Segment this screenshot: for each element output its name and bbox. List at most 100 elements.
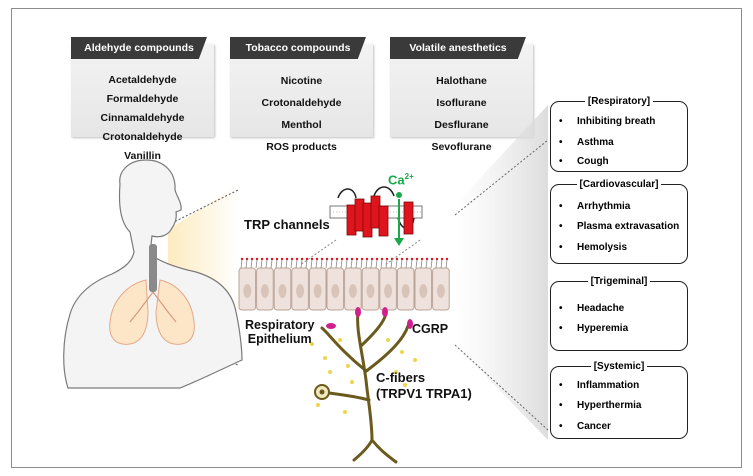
calcium-label: Ca2+ bbox=[388, 172, 414, 188]
cilium-tip bbox=[310, 257, 314, 261]
cilium-tip bbox=[330, 257, 334, 261]
cilium-tip bbox=[295, 257, 299, 261]
cell-nucleus bbox=[348, 284, 357, 298]
aldehyde-compounds-card: Aldehyde compounds Acetaldehyde Formalde… bbox=[71, 37, 214, 162]
compound-item: Acetaldehyde bbox=[108, 74, 177, 86]
cilium bbox=[405, 259, 408, 269]
cilium bbox=[315, 259, 318, 269]
cgrp-vesicle bbox=[382, 307, 388, 317]
cilium bbox=[435, 259, 438, 269]
cilium-tip bbox=[340, 257, 344, 261]
granule bbox=[316, 403, 320, 407]
cilium-tip bbox=[275, 257, 279, 261]
cgrp-granules bbox=[310, 338, 417, 414]
epithelium-cells bbox=[238, 267, 450, 311]
cilium bbox=[350, 259, 353, 269]
cilium-tip bbox=[290, 257, 294, 261]
cilium bbox=[310, 259, 313, 269]
cilium bbox=[255, 259, 258, 269]
cgrp-vesicle bbox=[355, 307, 361, 317]
cilium-tip bbox=[320, 257, 324, 261]
effect-item: •Headache bbox=[559, 303, 625, 314]
effect-item: •Hemolysis bbox=[559, 242, 628, 253]
cilium-tip bbox=[410, 257, 414, 261]
compound-item: Menthol bbox=[281, 119, 322, 131]
cilium-tip bbox=[430, 257, 434, 261]
cilium bbox=[360, 259, 363, 269]
cilium-tip bbox=[405, 257, 409, 261]
cilium bbox=[390, 259, 393, 269]
cilium-tip bbox=[270, 257, 274, 261]
cilium bbox=[285, 259, 288, 269]
granule bbox=[343, 410, 347, 414]
granule bbox=[400, 350, 404, 354]
granule bbox=[310, 342, 314, 346]
granule bbox=[394, 370, 398, 374]
cilium bbox=[395, 259, 398, 269]
cilium-tip bbox=[245, 257, 249, 261]
cell-nucleus bbox=[331, 284, 340, 298]
zoom-line bbox=[454, 344, 549, 431]
cilium-tip bbox=[300, 257, 304, 261]
card-header: Tobacco compounds bbox=[230, 37, 366, 59]
cilium-tip bbox=[325, 257, 329, 261]
cilium-tip bbox=[305, 257, 309, 261]
granule bbox=[350, 380, 354, 384]
compound-item: Nicotine bbox=[280, 75, 323, 87]
cilium-tip bbox=[385, 257, 389, 261]
effect-item: •Cough bbox=[559, 156, 609, 167]
cgrp-label: CGRP bbox=[412, 322, 449, 336]
cilium-tip bbox=[445, 257, 449, 261]
cilium-tip bbox=[360, 257, 364, 261]
cilium bbox=[420, 259, 423, 269]
cilium bbox=[320, 259, 323, 269]
cilium-tip bbox=[285, 257, 289, 261]
cilium-tip bbox=[265, 257, 269, 261]
zoom-fan bbox=[455, 105, 548, 440]
volatile-anesthetics-card: Volatile anesthetics Halothane Isofluran… bbox=[390, 37, 533, 153]
compound-item: Vanillin bbox=[124, 150, 161, 162]
cell-nucleus bbox=[313, 284, 322, 298]
cilium bbox=[290, 259, 293, 269]
cilium-tip bbox=[260, 257, 264, 261]
cell-nucleus bbox=[296, 284, 305, 298]
box-title: [Trigeminal] bbox=[587, 276, 651, 287]
cilium bbox=[400, 259, 403, 269]
cilium bbox=[270, 259, 273, 269]
compound-item: ROS products bbox=[266, 141, 337, 153]
cilium bbox=[375, 259, 378, 269]
cell-nucleus bbox=[260, 284, 269, 298]
cilium bbox=[410, 259, 413, 269]
compound-item: Crotonaldehyde bbox=[102, 131, 183, 143]
cilium-tip bbox=[380, 257, 384, 261]
granule bbox=[346, 364, 350, 368]
cilium-tip bbox=[315, 257, 319, 261]
systemic-box: [Systemic] •Inflammation •Hyperthermia •… bbox=[550, 361, 688, 439]
granule bbox=[338, 338, 342, 342]
compound-item: Isoflurane bbox=[436, 97, 487, 109]
cilium bbox=[370, 259, 373, 269]
c-fibers-label: C-fibers(TRPV1 TRPA1) bbox=[376, 370, 472, 401]
effect-item: •Arrhythmia bbox=[559, 201, 631, 212]
cilium bbox=[325, 259, 328, 269]
cilium-tip bbox=[425, 257, 429, 261]
granule bbox=[323, 356, 327, 360]
cilium-tip bbox=[350, 257, 354, 261]
cilium-tip bbox=[365, 257, 369, 261]
trp-channels-label: TRP channels bbox=[244, 217, 330, 232]
cilium-tip bbox=[435, 257, 439, 261]
cilium-tip bbox=[415, 257, 419, 261]
cilium bbox=[440, 259, 443, 269]
effect-item: •Hyperemia bbox=[559, 323, 629, 334]
box-title: [Systemic] bbox=[590, 361, 648, 372]
cilium-tip bbox=[240, 257, 244, 261]
box-title: [Cardiovascular] bbox=[576, 179, 662, 190]
cilium bbox=[415, 259, 418, 269]
cilium bbox=[430, 259, 433, 269]
cgrp-vesicle bbox=[326, 323, 336, 329]
card-header: Volatile anesthetics bbox=[390, 37, 526, 59]
cilium bbox=[260, 259, 263, 269]
cilium bbox=[280, 259, 283, 269]
